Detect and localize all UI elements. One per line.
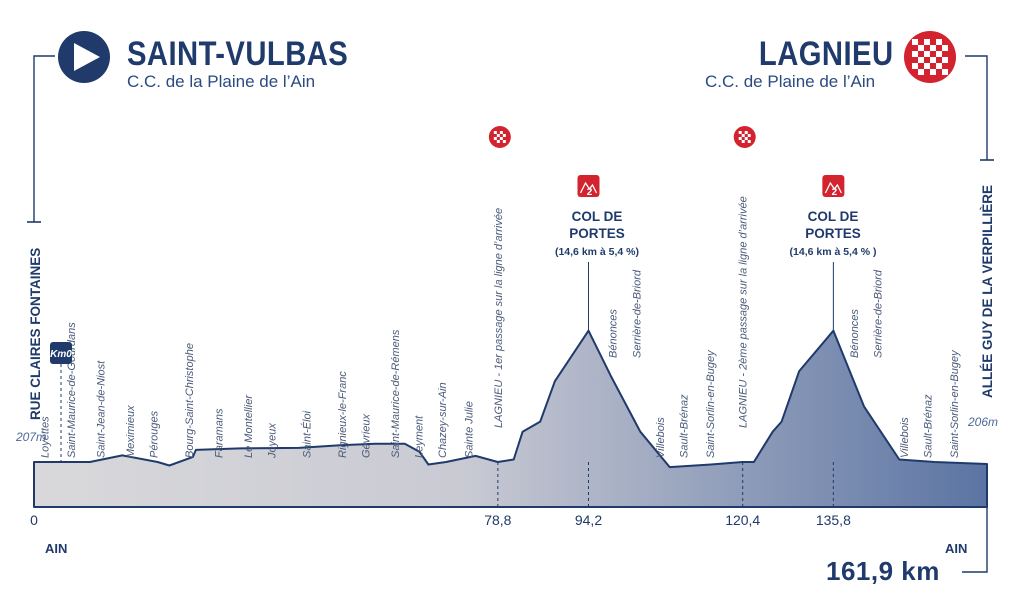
locality-label: Chazey-sur-Ain: [437, 382, 449, 458]
passage-checkered-icon: [488, 126, 511, 148]
total-distance: 161,9 km: [826, 556, 940, 586]
km-marker-label: 120,4: [725, 512, 760, 528]
locality-label: Bourg-Saint-Christophe: [184, 343, 196, 458]
checkered-flag-icon: [904, 31, 956, 83]
km0-badge-text: Km0: [50, 349, 72, 360]
climb-1-title-line2: PORTES: [569, 226, 625, 241]
profile-area: [33, 329, 988, 508]
passage-label: LAGNIEU - 1er passage sur la ligne d’arr…: [493, 208, 505, 428]
finish-altitude: 206m: [968, 415, 999, 429]
finish-region: AIN: [945, 541, 968, 556]
locality-label: Saint-Jean-de-Niost: [96, 360, 108, 458]
start-street-label: RUE CLAIRES FONTAINES: [28, 247, 43, 420]
locality-label: Rignieux-le-Franc: [337, 371, 349, 458]
climb-1-title: COL DE PORTES: [557, 208, 637, 242]
km0-badge: Km0: [50, 342, 72, 364]
locality-label: Leyment: [414, 415, 426, 458]
climb-category-icon: 2: [577, 175, 600, 198]
locality-label: Serrière-de-Briord: [631, 269, 643, 358]
locality-label: Sault-Brénaz: [678, 394, 690, 458]
start-city-title: SAINT-VULBAS: [127, 35, 349, 73]
locality-label: Villebois: [655, 417, 667, 458]
climb-2-title-line2: PORTES: [805, 226, 861, 241]
locality-label: Villebois: [899, 417, 911, 458]
locality-label: Serrière-de-Briord: [873, 269, 885, 358]
locality-label: Saint-Éloi: [301, 410, 314, 458]
km-marker-label: 135,8: [816, 512, 851, 528]
climb-2-title-line1: COL DE: [807, 209, 859, 224]
start-region: AIN: [45, 541, 68, 556]
locality-label: Sault-Brénaz: [923, 394, 935, 458]
locality-label: Saint-Sorlin-en-Bugey: [705, 349, 717, 458]
climb-category-icon: 2: [822, 175, 845, 198]
locality-label: Le Montellier: [243, 394, 255, 458]
start-altitude: 207m: [16, 430, 47, 444]
climb-1-grade: (14,6 km à 5,4 %): [554, 246, 640, 258]
locality-label: Saint-Sorlin-en-Bugey: [949, 349, 961, 458]
passage-label: LAGNIEU - 2ème passage sur la ligne d’ar…: [738, 196, 750, 428]
locality-label: Joyeux: [266, 423, 278, 459]
finish-street-label: ALLÉE GUY DE LA VERPILLIÈRE: [980, 184, 995, 398]
locality-label: Pérouges: [149, 410, 161, 458]
locality-label: Saint-Maurice-de-Rémens: [390, 329, 402, 458]
climb-1-title-line1: COL DE: [571, 209, 623, 224]
finish-city-title: LAGNIEU: [758, 35, 893, 73]
finish-bracket-line: [965, 55, 988, 160]
locality-label: Loyettes: [40, 416, 52, 458]
climb-category-number: 2: [587, 187, 593, 198]
locality-label: Gévrieux: [361, 413, 373, 458]
start-bracket-line: [33, 55, 55, 222]
finish-club-subtitle: C.C. de Plaine de l’Ain: [705, 72, 876, 91]
start-club-subtitle: C.C. de la Plaine de l’Ain: [127, 72, 316, 91]
km-marker-label: 0: [30, 512, 38, 528]
locality-label: Sainte Julie: [464, 401, 476, 458]
climb-category-number: 2: [832, 187, 838, 198]
locality-label: Bénonces: [849, 309, 861, 358]
climb-2-grade: (14,6 km à 5,4 % ): [789, 246, 877, 258]
frame-lines: [27, 55, 994, 573]
passage-checkered-icon: [733, 126, 756, 148]
km-marker-label: 94,2: [575, 512, 602, 528]
climb-2-title: COL DE PORTES: [793, 208, 873, 242]
locality-label: Faramans: [213, 408, 225, 458]
locality-label: Bénonces: [608, 309, 620, 358]
locality-label: Meximieux: [125, 405, 137, 458]
km-marker-label: 78,8: [484, 512, 511, 528]
total-bracket-line: [962, 507, 988, 573]
play-arrow-icon: [58, 31, 110, 83]
